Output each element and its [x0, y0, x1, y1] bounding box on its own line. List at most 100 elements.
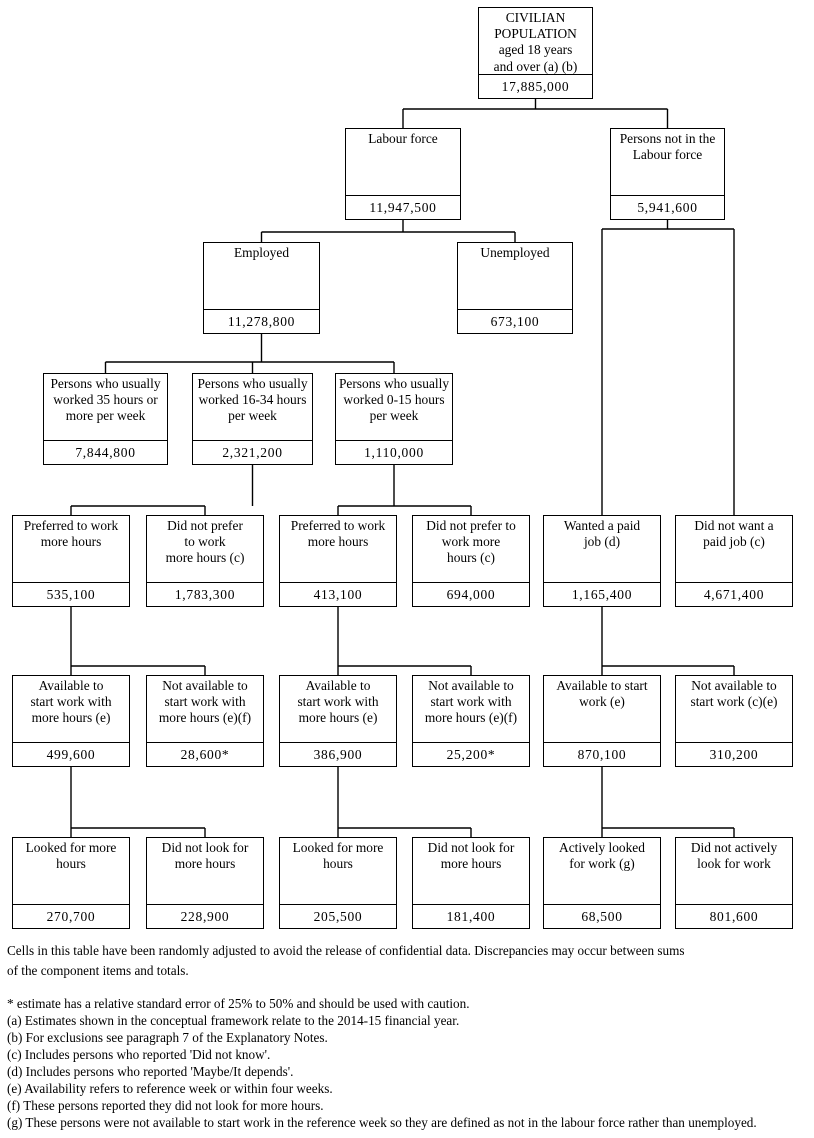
- footnote-adjustment: Cells in this table have been randomly a…: [7, 943, 685, 978]
- connector-available-0-15-children: [337, 767, 472, 837]
- node-labour-force: Labour force 11,947,500: [345, 128, 461, 220]
- node-value: 1,110,000: [336, 440, 452, 464]
- node-value: 310,200: [676, 742, 792, 766]
- node-value: 270,700: [13, 904, 129, 928]
- node-value: 5,941,600: [611, 195, 724, 219]
- node-label: Looked for more hours: [25, 840, 117, 872]
- node-label: Did not look for more hours: [161, 840, 249, 872]
- node-label: Persons not in the Labour force: [619, 131, 716, 163]
- node-label: Preferred to work more hours: [23, 518, 119, 550]
- node-value: 205,500: [280, 904, 396, 928]
- node-label: Available to start work with more hours …: [30, 678, 112, 726]
- node-label: Labour force: [368, 131, 438, 146]
- node-preferred-more-hours-0-15: Preferred to work more hours 413,100: [279, 515, 397, 607]
- node-label: Not available to start work (c)(e): [690, 678, 778, 710]
- node-unemployed: Unemployed 673,100: [457, 242, 573, 334]
- node-value: 11,278,800: [204, 309, 319, 333]
- node-value: 2,321,200: [193, 440, 312, 464]
- node-available-more-hours-0-15: Available to start work with more hours …: [279, 675, 397, 767]
- node-value: 181,400: [413, 904, 529, 928]
- node-label: Employed: [233, 245, 290, 260]
- connector-worked-0-15-children: [337, 465, 472, 515]
- footnote-b: (b) For exclusions see paragraph 7 of th…: [7, 1030, 328, 1045]
- node-not-available-start-work: Not available to start work (c)(e) 310,2…: [675, 675, 793, 767]
- footnote-d: (d) Includes persons who reported 'Maybe…: [7, 1064, 294, 1079]
- connector-wanted-paid-job-children: [601, 607, 735, 675]
- node-value: 413,100: [280, 582, 396, 606]
- node-label: Available to start work with more hours …: [297, 678, 379, 726]
- node-did-not-look-more-hours-0-15: Did not look for more hours 181,400: [412, 837, 530, 929]
- connector-labour-force-children: [260, 220, 516, 242]
- node-did-not-prefer-more-hours-16-34: Did not prefer to work more hours (c) 1,…: [146, 515, 264, 607]
- footnote-c: (c) Includes persons who reported 'Did n…: [7, 1047, 271, 1062]
- node-value: 17,885,000: [479, 74, 592, 98]
- node-value: 386,900: [280, 742, 396, 766]
- footnote-a: (a) Estimates shown in the conceptual fr…: [7, 1013, 460, 1028]
- node-value: 801,600: [676, 904, 792, 928]
- node-label: Not available to start work with more ho…: [158, 678, 252, 726]
- node-did-not-want-paid-job: Did not want a paid job (c) 4,671,400: [675, 515, 793, 607]
- footnote-asterisk: * estimate has a relative standard error…: [7, 996, 470, 1011]
- node-not-available-more-hours-0-15: Not available to start work with more ho…: [412, 675, 530, 767]
- node-label: Persons who usually worked 35 hours or m…: [50, 376, 161, 424]
- connector-preferred-0-15-children: [337, 607, 472, 675]
- node-not-in-labour-force: Persons not in the Labour force 5,941,60…: [610, 128, 725, 220]
- node-label: Wanted a paid job (d): [563, 518, 641, 550]
- node-worked-0-15-hours: Persons who usually worked 0-15 hours pe…: [335, 373, 453, 465]
- node-actively-looked-for-work: Actively looked for work (g) 68,500: [543, 837, 661, 929]
- connector-civilian-population-children: [402, 99, 669, 128]
- node-value: 694,000: [413, 582, 529, 606]
- footnote-g: (g) These persons were not available to …: [7, 1115, 757, 1130]
- node-value: 68,500: [544, 904, 660, 928]
- node-label: Looked for more hours: [292, 840, 384, 872]
- node-available-start-work: Available to start work (e) 870,100: [543, 675, 661, 767]
- node-value: 25,200*: [413, 742, 529, 766]
- node-label: Did not want a paid job (c): [694, 518, 774, 550]
- node-label: Did not prefer to work more hours (c): [165, 518, 245, 566]
- node-looked-more-hours-16-34: Looked for more hours 270,700: [12, 837, 130, 929]
- connector-not-in-labour-force-children: [601, 220, 735, 515]
- node-employed: Employed 11,278,800: [203, 242, 320, 334]
- footnote-f: (f) These persons reported they did not …: [7, 1098, 324, 1113]
- node-value: 1,783,300: [147, 582, 263, 606]
- node-civilian-population: CIVILIAN POPULATION aged 18 years and ov…: [478, 7, 593, 99]
- node-label: Did not look for more hours: [427, 840, 515, 872]
- connector-employed-children: [104, 334, 395, 373]
- node-value: 11,947,500: [346, 195, 460, 219]
- connector-worked-16-34-children: [70, 465, 254, 515]
- node-worked-16-34-hours: Persons who usually worked 16-34 hours p…: [192, 373, 313, 465]
- footnote-e: (e) Availability refers to reference wee…: [7, 1081, 333, 1096]
- node-preferred-more-hours-16-34: Preferred to work more hours 535,100: [12, 515, 130, 607]
- node-label: Preferred to work more hours: [290, 518, 386, 550]
- node-value: 1,165,400: [544, 582, 660, 606]
- node-wanted-paid-job: Wanted a paid job (d) 1,165,400: [543, 515, 661, 607]
- node-label: Unemployed: [480, 245, 550, 260]
- node-value: 673,100: [458, 309, 572, 333]
- node-label: Not available to start work with more ho…: [424, 678, 518, 726]
- node-worked-35-plus-hours: Persons who usually worked 35 hours or m…: [43, 373, 168, 465]
- node-looked-more-hours-0-15: Looked for more hours 205,500: [279, 837, 397, 929]
- node-did-not-prefer-more-hours-0-15: Did not prefer to work more hours (c) 69…: [412, 515, 530, 607]
- node-value: 499,600: [13, 742, 129, 766]
- node-label: Persons who usually worked 16-34 hours p…: [197, 376, 308, 424]
- node-value: 7,844,800: [44, 440, 167, 464]
- node-value: 228,900: [147, 904, 263, 928]
- connector-available-16-34-children: [70, 767, 206, 837]
- node-value: 28,600*: [147, 742, 263, 766]
- connector-preferred-16-34-children: [70, 607, 206, 675]
- connector-available-start-children: [601, 767, 735, 837]
- node-value: 535,100: [13, 582, 129, 606]
- footnotes: Cells in this table have been randomly a…: [7, 941, 809, 1131]
- node-available-more-hours-16-34: Available to start work with more hours …: [12, 675, 130, 767]
- node-did-not-look-more-hours-16-34: Did not look for more hours 228,900: [146, 837, 264, 929]
- node-label: Did not prefer to work more hours (c): [426, 518, 516, 566]
- node-value: 870,100: [544, 742, 660, 766]
- node-label: Actively looked for work (g): [559, 840, 645, 872]
- node-did-not-actively-look: Did not actively look for work 801,600: [675, 837, 793, 929]
- node-not-available-more-hours-16-34: Not available to start work with more ho…: [146, 675, 264, 767]
- node-label: CIVILIAN POPULATION aged 18 years and ov…: [493, 10, 578, 74]
- node-label: Did not actively look for work: [690, 840, 778, 872]
- node-label: Persons who usually worked 0-15 hours pe…: [338, 376, 450, 424]
